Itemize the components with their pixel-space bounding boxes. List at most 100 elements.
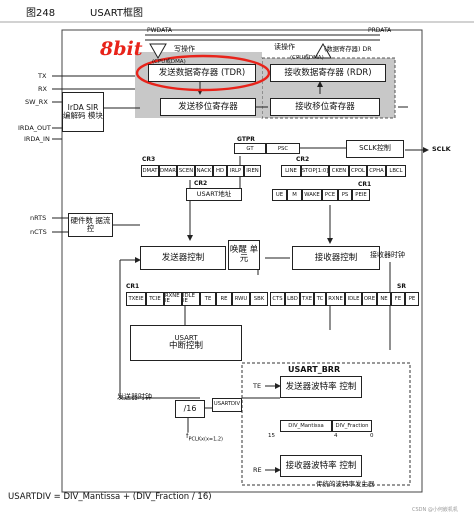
brr-bit-4: 4 (334, 433, 338, 439)
cr1-label: CR1 (358, 181, 372, 188)
cr3-bit: DMAT (141, 165, 159, 177)
te-label-top: TE (253, 382, 262, 390)
pin-irda-in: IRDA_IN (24, 135, 50, 143)
rate-generator-label: 传统的波特率发生器 (316, 480, 375, 488)
sr-label: SR (397, 283, 406, 290)
cr2-bit: LINE (281, 165, 301, 177)
cr1-bit: WAKE (302, 189, 322, 201)
cr1b-bit: IDLE IE (182, 292, 200, 306)
pin-tx: TX (38, 72, 47, 80)
pin-ncts: nCTS (30, 228, 47, 236)
sr-bit: CTS (270, 292, 285, 306)
cr2-bit: CPOL (349, 165, 367, 177)
gtpr-gt: GT (234, 143, 266, 154)
pin-rx: RX (38, 85, 47, 93)
tx-baudrate-block: 发送器波特率 控制 (280, 376, 362, 398)
cpu-dma-left: (CPU或DMA) (152, 59, 186, 65)
cr2-addr-label: CR2 (194, 180, 208, 187)
cr1-bit: M (287, 189, 302, 201)
tx-clock-label: 发送器时钟 (117, 393, 152, 401)
write-op-label: 写操作 (174, 45, 195, 53)
tdr-block: 发送数据寄存器 (TDR) (148, 64, 256, 82)
brr-bit-15: 15 (268, 433, 275, 439)
cr1-bit: PS (338, 189, 352, 201)
brr-label: USART_BRR (288, 365, 341, 374)
cr3-bit: HD (213, 165, 227, 177)
figure-title: USART框图 (90, 8, 144, 19)
cr3-bit: IREN (244, 165, 261, 177)
sr-bit: FE (391, 292, 405, 306)
data-reg-label: (数据寄存器) DR (324, 46, 372, 53)
usart-address: USART地址 (186, 188, 242, 201)
cr1b-bit: SBK (250, 292, 268, 306)
cr3-bit: NACK (195, 165, 213, 177)
irq-title: USART (174, 333, 198, 342)
cr2-register: LINE STOP[1:0] CKEN CPOL CPHA LBCL (281, 165, 406, 177)
sr-bit: IDLE (345, 292, 362, 306)
sr-bit: TXE (300, 292, 314, 306)
usartdiv-formula: USARTDIV = DIV_Mantissa + (DIV_Fraction … (8, 492, 212, 502)
rx-control-block: 接收器控制 (292, 246, 380, 270)
cr3-bit: IRLP (227, 165, 244, 177)
rx-baudrate-block: 接收器波特率 控制 (280, 455, 362, 477)
rdr-block: 接收数据寄存器 (RDR) (270, 64, 386, 82)
sr-bit: PE (405, 292, 419, 306)
cr2-label: CR2 (296, 156, 310, 163)
cr3-bit: DMAR (159, 165, 177, 177)
cr1b-label: CR1 (126, 283, 140, 290)
re-label: RE (253, 466, 262, 474)
irq-control-block: USART 中断控制 (130, 325, 242, 361)
sclk-control-block: SCLK控制 (346, 140, 404, 158)
cr1b-bit: RWU (232, 292, 250, 306)
fpclk-label: fPCLKx(x=1,2) (186, 432, 223, 442)
brr-bit-0: 0 (370, 433, 374, 439)
cr2-bit: CKEN (329, 165, 349, 177)
handwritten-8bit: 8bit (100, 38, 143, 60)
figure-header: 图248 USART框图 (0, 0, 474, 20)
gtpr-label: GTPR (237, 136, 255, 143)
cr1b-bit: RXNE IE (164, 292, 182, 306)
gtpr-psc: PSC (266, 143, 300, 154)
fpclk-sub: PCLKx(x=1,2) (188, 436, 223, 443)
div16-block: /16 (175, 400, 205, 418)
pwdata-label: PWDATA (147, 27, 173, 34)
sr-bit: ORE (362, 292, 377, 306)
read-op-label: 读操作 (274, 43, 295, 51)
irq-body: 中断控制 (168, 341, 203, 352)
cr1b-bit: RE (216, 292, 232, 306)
div-mantissa: DIV_Mantissa (280, 420, 332, 432)
rx-clock-label: 接收器时钟 (370, 251, 405, 259)
pin-nrts: nRTS (30, 214, 47, 222)
pin-sw-rx: SW_RX (25, 98, 48, 106)
cr3-bit: SCEN (177, 165, 195, 177)
cr1b-bit: TCIE (146, 292, 164, 306)
brr-register: DIV_Mantissa DIV_Fraction (280, 420, 372, 432)
rx-shift-block: 接收移位寄存器 (270, 98, 380, 116)
cr2-bit: CPHA (367, 165, 386, 177)
cr1b-bit: TE (200, 292, 216, 306)
pin-irda-out: IRDA_OUT (18, 124, 51, 132)
sr-bit: LBD (285, 292, 300, 306)
pin-sclk: SCLK (432, 145, 451, 153)
cr3-register: DMAT DMAR SCEN NACK HD IRLP IREN (141, 165, 261, 177)
cpu-dma-right: (CPU或DMA) (290, 55, 324, 61)
irda-block: IrDA SIR 编解码 模块 (62, 92, 104, 132)
cr2-bit: STOP[1:0] (301, 165, 329, 177)
cr1b-register: TXEIE TCIE RXNE IE IDLE IE TE RE RWU SBK (126, 292, 268, 306)
prdata-label: PRDATA (368, 27, 392, 34)
cr3-label: CR3 (142, 156, 156, 163)
sr-register: CTS LBD TXE TC RXNE IDLE ORE NE FE PE (270, 292, 419, 306)
watermark: CSDN @小何嵌机机 (412, 507, 458, 513)
wakeup-block: 唤醒 单元 (228, 240, 260, 270)
fpclk-f: f (186, 432, 189, 440)
figure-number: 图248 (26, 8, 56, 19)
tx-shift-block: 发送移位寄存器 (160, 98, 256, 116)
cr1-bit: PEIE (352, 189, 370, 201)
sr-bit: NE (377, 292, 391, 306)
hw-flow-block: 硬件数 据流控 (68, 213, 113, 237)
cr1-bit: UE (272, 189, 287, 201)
cr1-bit: PCE (322, 189, 338, 201)
usartdiv-block: USARTDIV (212, 398, 242, 412)
sr-bit: RXNE (326, 292, 345, 306)
tx-control-block: 发送器控制 (140, 246, 226, 270)
